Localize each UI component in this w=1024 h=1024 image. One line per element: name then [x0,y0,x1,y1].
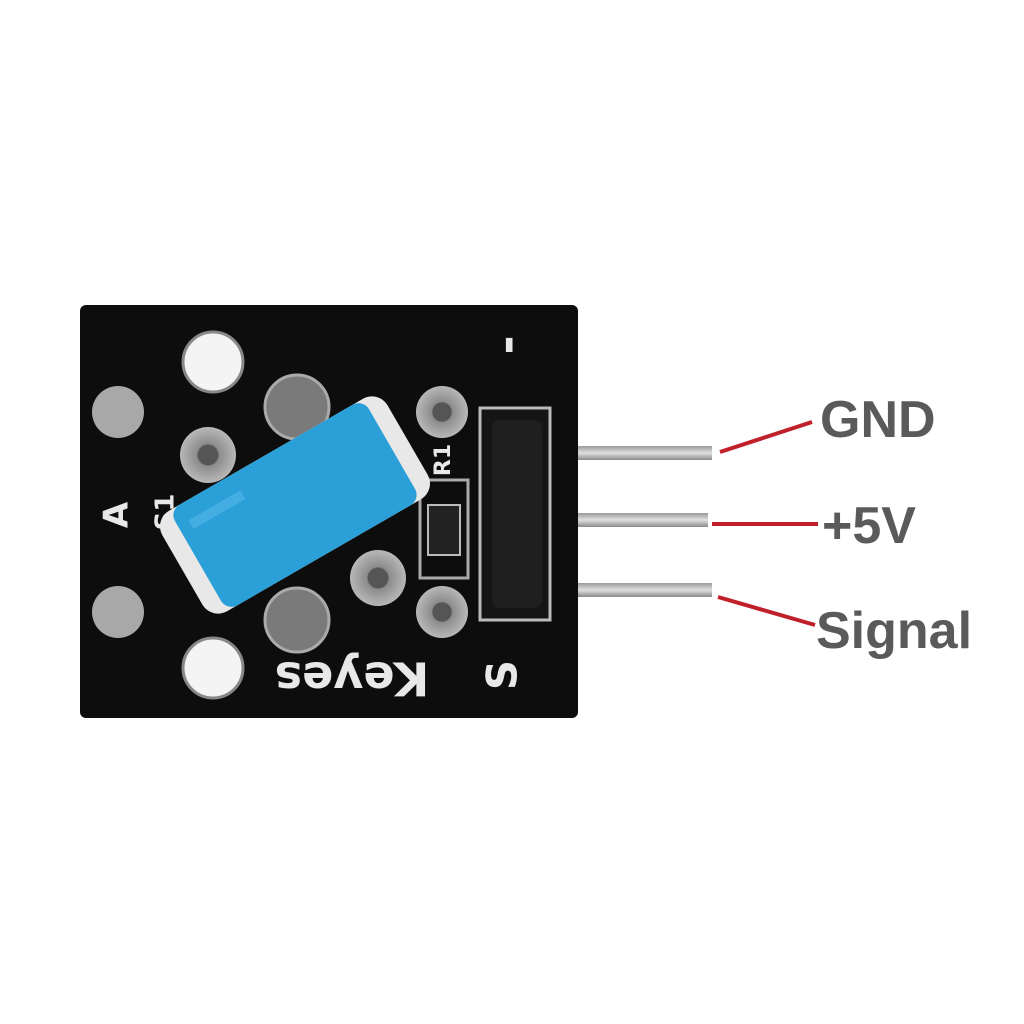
gnd-leader-line [719,420,813,454]
mounting-hole [181,636,245,700]
signal-label: Signal [816,602,972,660]
resistor-label: R1 [431,444,456,476]
signal-leader-line [717,595,816,627]
mounting-hole [181,330,245,394]
gnd-pin-marker: - [480,335,534,354]
resistor-r1 [418,478,470,580]
leader-lines [712,420,818,627]
5v-label: +5V [822,497,916,555]
orientation-label: A [97,501,137,528]
signal-pin-marker: S [478,660,527,690]
tilt-switch [160,396,430,614]
brand-silkscreen: Keyes [275,652,430,706]
gnd-label: GND [820,391,936,449]
pcb-board: Keyes S - R1 S1 A [80,305,578,718]
